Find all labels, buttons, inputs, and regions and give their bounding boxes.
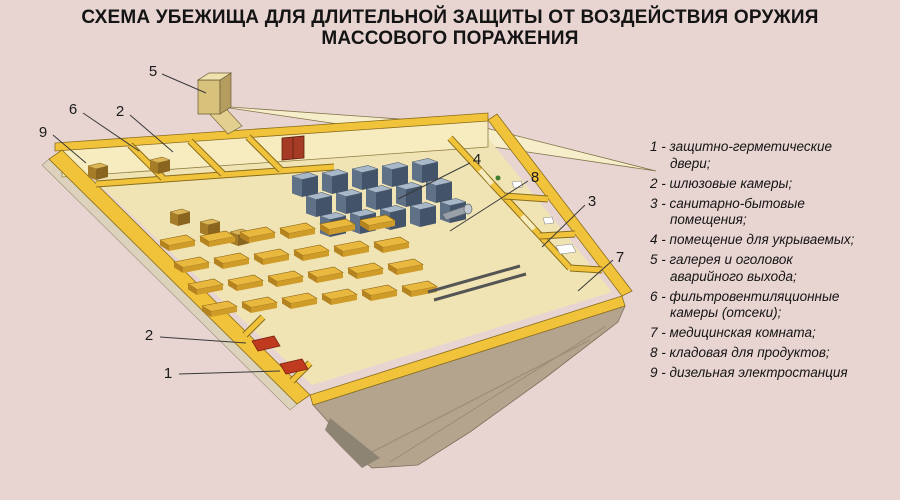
callouts: 5 6 2 9 4 8 3 7 2 1 [39, 63, 624, 382]
title-line-1: СХЕМА УБЕЖИЩА ДЛЯ ДЛИТЕЛЬНОЙ ЗАЩИТЫ ОТ В… [81, 7, 819, 28]
legend-item-text: кладовая для продуктов; [669, 345, 830, 360]
ventilation-duct [441, 203, 473, 221]
callout-number: 9 [39, 124, 47, 141]
protective-door-inner [279, 358, 309, 375]
callout-number: 2 [116, 103, 124, 120]
right-rooms-walls [447, 135, 603, 274]
legend-separator: - [657, 288, 670, 304]
legend-item: 2 - шлюзовые камеры; [650, 176, 858, 193]
callout-line [129, 114, 174, 153]
legend-item-number: 1 [650, 139, 658, 154]
legend-item-number: 4 [650, 232, 658, 247]
legend-item: 1 - защитно-герметические двери; [650, 139, 858, 172]
earth-cross-section [312, 305, 626, 469]
callout-line [397, 162, 471, 200]
back-wall-protective-door [281, 135, 305, 161]
legend-item-number: 6 [650, 288, 658, 304]
legend-separator: - [657, 232, 670, 247]
callout-number: 5 [149, 63, 157, 80]
legend-separator: - [657, 345, 670, 360]
callout-line [577, 259, 614, 292]
callout-number: 8 [531, 169, 539, 186]
legend-item: 9 - дизельная электростанция [650, 365, 858, 382]
callout-number: 7 [616, 249, 624, 266]
callout-line [178, 370, 281, 375]
legend-item-text: защитно-герметические двери; [669, 139, 833, 171]
callout-line [541, 204, 586, 248]
legend-separator: - [657, 252, 670, 267]
legend-item-number: 9 [650, 365, 658, 380]
legend-item: 8 - кладовая для продуктов; [650, 345, 858, 362]
callout-number: 3 [588, 193, 596, 210]
legend-item: 7 - медицинская комната; [650, 325, 858, 342]
callout-number: 1 [164, 365, 172, 382]
floor-pipes [427, 264, 527, 302]
callout-number: 4 [473, 151, 481, 168]
legend-item-number: 2 [650, 175, 658, 191]
legend-item-text: шлюзовые камеры; [669, 175, 793, 191]
legend-separator: - [657, 139, 670, 154]
legend-item-text: санитарно-бытовые помещения; [669, 195, 805, 228]
emergency-exit-shaft [196, 72, 243, 135]
callout-number: 6 [69, 101, 77, 118]
legend-item-text: фильтровентиляционные камеры (отсеки); [669, 288, 840, 321]
protective-door-outer [251, 335, 281, 352]
legend-item-text: медицинская комната; [669, 325, 816, 340]
legend-item: 4 - помещение для укрываемых; [650, 232, 858, 249]
page-title: СХЕМА УБЕЖИЩА ДЛЯ ДЛИТЕЛЬНОЙ ЗАЩИТЫ ОТ В… [0, 7, 900, 49]
legend: 1 - защитно-герметические двери; 2 - шлю… [650, 139, 858, 385]
callout-line [159, 336, 247, 344]
title-line-2: МАССОВОГО ПОРАЖЕНИЯ [321, 28, 579, 49]
callout-line [449, 180, 529, 232]
legend-item: 5 - галерея и оголовок аварийного выхода… [650, 252, 858, 285]
callout-line [82, 112, 140, 152]
legend-separator: - [657, 365, 670, 380]
legend-item-number: 3 [650, 195, 658, 211]
legend-separator: - [657, 195, 670, 211]
entrance-airlock [242, 314, 313, 384]
legend-separator: - [657, 175, 670, 191]
legend-item-text: помещение для укрываемых; [669, 232, 855, 247]
legend-item-number: 7 [650, 325, 658, 340]
callout-line [52, 134, 87, 164]
callout-line [161, 73, 207, 94]
legend-item-text: дизельная электростанция [669, 365, 848, 380]
legend-item-number: 5 [650, 252, 658, 267]
legend-item: 6 - фильтровентиляционные камеры (отсеки… [650, 289, 858, 322]
shelter-floor [70, 128, 612, 385]
legend-separator: - [657, 325, 670, 340]
legend-item: 3 - санитарно-бытовые помещения; [650, 196, 858, 229]
legend-item-number: 8 [650, 345, 658, 360]
legend-item-text: галерея и оголовок аварийного выхода; [669, 252, 797, 284]
callout-number: 2 [145, 327, 153, 344]
